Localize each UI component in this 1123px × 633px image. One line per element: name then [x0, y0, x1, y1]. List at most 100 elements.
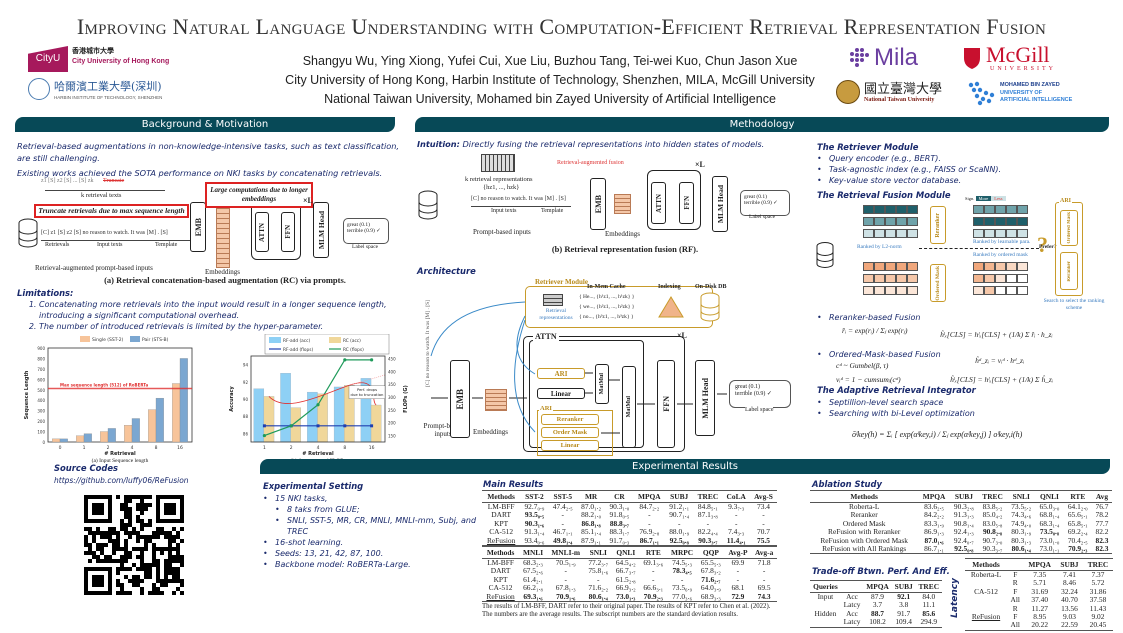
- main-results-heading: Main Results: [483, 479, 544, 489]
- qr-module: [140, 523, 144, 527]
- k-retrieval-reps-label: k retrieval representations: [465, 176, 533, 183]
- qr-module: [120, 583, 124, 587]
- qr-module: [100, 559, 104, 563]
- y2-tick-label: 250: [388, 408, 396, 413]
- vector-cell: [874, 229, 885, 238]
- table-cell: 90.8₂.₈: [982, 527, 1003, 537]
- qr-module: [180, 527, 184, 531]
- x-tick-label: 4: [317, 445, 320, 451]
- qr-module: [176, 571, 180, 575]
- x-axis-label: # Retrieval: [302, 451, 334, 457]
- qr-module: [144, 495, 148, 499]
- qr-module: [144, 563, 148, 567]
- legend-label: RC (acc): [343, 338, 361, 344]
- table-cell: 74.3₄.₆: [1011, 510, 1032, 520]
- table-cell: 9.3₇.₃: [728, 502, 745, 511]
- methodology-title: Methodology: [729, 119, 795, 130]
- qr-module: [140, 507, 144, 511]
- table-header-cell: QNLI: [612, 546, 640, 560]
- table-cell: 70.9₂.₃: [1063, 544, 1092, 555]
- x-tick-label: 2: [290, 445, 293, 451]
- qr-module: [180, 579, 184, 583]
- qr-module: [120, 559, 124, 563]
- table-cell: 108.2: [863, 618, 892, 628]
- vector-cell: [863, 229, 874, 238]
- hit-emblem-icon: [28, 78, 50, 100]
- hit-en: HARBIN INSTITUTE OF TECHNOLOGY, SHENZHEN: [54, 95, 163, 100]
- main-results-note: The results of LM-BFF, DART refer to the…: [482, 603, 771, 619]
- more-label: More: [975, 196, 992, 201]
- vector-cell: [995, 262, 1006, 271]
- table-cell: LM-BFF: [487, 558, 514, 568]
- vector-cell: [1017, 205, 1028, 214]
- table-cell: 3.7: [872, 600, 883, 610]
- table-cell: F: [1013, 612, 1018, 622]
- fusion-item: Reranker-based Fusion: [817, 312, 1117, 323]
- cache-row: { we..., {h²z1, ..., h²zk} }: [579, 304, 635, 310]
- qr-module: [124, 523, 128, 527]
- qr-module: [120, 555, 124, 559]
- vector-cell: [874, 205, 885, 214]
- bar-rf-add-acc-: [253, 388, 265, 443]
- qr-module: [140, 547, 144, 551]
- k-retrieval-texts: k retrieval texts: [81, 192, 122, 199]
- table-cell: -: [706, 518, 710, 528]
- search-select-label: Search to select the ranking scheme: [1043, 298, 1105, 311]
- embeddings-stack: [485, 389, 507, 411]
- vector-cell: [973, 262, 984, 271]
- attn-block: ATTN: [255, 212, 269, 252]
- qr-code[interactable]: [84, 495, 184, 595]
- table-header-cell: SST-2: [520, 490, 549, 503]
- table-cell: 71.6₂.₇: [701, 574, 721, 584]
- qr-module: [120, 503, 124, 507]
- y2-axis-label: FLOPs (G): [403, 385, 409, 413]
- vector-cell: [874, 274, 885, 283]
- fusion-list-2: Ordered-Mask-based Fusion: [817, 349, 1117, 360]
- source-codes-link[interactable]: https://github.com/luffy06/ReFusion: [54, 476, 189, 485]
- mila-dots-icon: [850, 48, 869, 67]
- table-cell: 73.0₁.₀: [1039, 535, 1060, 545]
- vector-row: [863, 262, 918, 271]
- table-cell: 90.3₁.₆: [524, 518, 545, 528]
- table-cell: 61.4₂.₁: [523, 574, 543, 584]
- table-cell: -: [561, 510, 564, 520]
- vector-cell: [995, 274, 1006, 283]
- on-disk-db-label: On-Disk DB: [695, 284, 727, 290]
- background-paragraph-1: Retrieval-based augmentations in non-kno…: [17, 141, 400, 163]
- table-header-cell: Methods: [482, 546, 520, 560]
- input-texts-label: Input texts: [491, 208, 517, 214]
- table-header-cell: SUBJ: [949, 490, 979, 503]
- table-header-cell: MRPC: [667, 546, 698, 560]
- table-cell: 91.3₁.₄: [524, 527, 545, 537]
- source-codes-heading: Source Codes: [54, 463, 118, 473]
- qr-module: [160, 591, 164, 595]
- table-cell: 83.8₅.₂: [982, 502, 1003, 511]
- qr-module: [112, 539, 116, 543]
- ari-label: ARI: [1059, 198, 1073, 204]
- qr-module: [108, 535, 112, 539]
- vector-cell: [863, 205, 874, 214]
- linear-block: Linear: [537, 388, 585, 399]
- table-cell: 71.6₂.₂: [588, 583, 609, 593]
- qr-module: [104, 531, 108, 535]
- qr-module: [108, 555, 112, 559]
- label-terrible: terrible (0.9) ✓: [744, 200, 778, 206]
- prefer-label: Prefer?: [1039, 244, 1057, 250]
- setting-item: 8 taks from GLUE;: [263, 504, 478, 515]
- qr-module: [172, 555, 176, 559]
- qr-module: [156, 547, 160, 551]
- qr-module: [120, 547, 124, 551]
- on-disk-db-icon: [700, 292, 720, 322]
- architecture-heading: Architecture: [417, 266, 476, 276]
- qr-module: [168, 571, 172, 575]
- authors: Shangyu Wu, Ying Xiong, Yufei Cui, Xue L…: [302, 54, 798, 68]
- equation-mask-3: vᵢᵈ = 1 − cumsumᵢ(cᵈ): [836, 375, 901, 384]
- table-cell: 70.4₂.₅: [1067, 535, 1088, 545]
- qr-module: [100, 535, 104, 539]
